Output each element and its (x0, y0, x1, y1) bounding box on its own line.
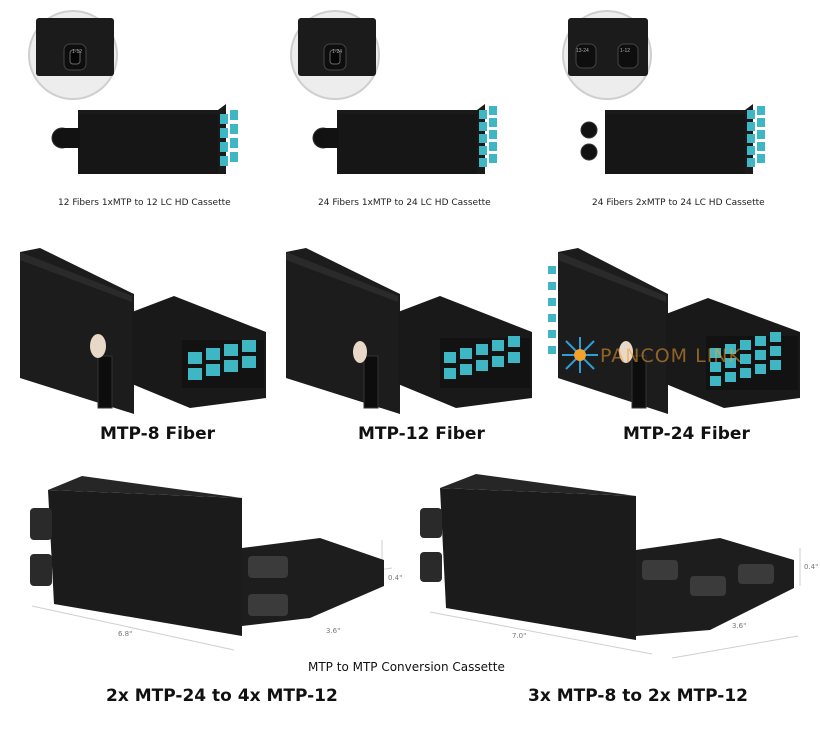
center-caption: MTP to MTP Conversion Cassette (308, 660, 505, 674)
dim-height: 0.4" (804, 563, 819, 571)
inset-magnifier (28, 10, 118, 100)
conversion-left-image (30, 476, 393, 651)
mtp24-image (548, 248, 800, 414)
dim-depth: 3.6" (732, 622, 747, 630)
inset-label: 1-24 (332, 49, 343, 55)
caption-24f: 24 Fibers 1xMTP to 24 LC HD Cassette (318, 198, 491, 208)
conversion-right-image (420, 474, 801, 659)
dim-length: 6.8" (118, 630, 133, 638)
cassette-body (312, 104, 497, 174)
watermark-logo: PANCOM LINK (600, 345, 742, 367)
caption-mtp12: MTP-12 Fiber (358, 424, 485, 444)
cassette-body (580, 104, 765, 174)
caption-24f-2x: 24 Fibers 2xMTP to 24 LC HD Cassette (592, 198, 765, 208)
cassette-body (51, 104, 238, 174)
dim-length: 7.0" (512, 632, 527, 640)
caption-right: 3x MTP-8 to 2x MTP-12 (528, 686, 749, 706)
mtp8-image (20, 248, 266, 414)
caption-12f: 12 Fibers 1xMTP to 12 LC HD Cassette (58, 198, 231, 208)
caption-mtp8: MTP-8 Fiber (100, 424, 215, 444)
inset-label: 1-12 (620, 48, 631, 54)
dim-depth: 3.6" (326, 627, 341, 635)
caption-mtp24: MTP-24 Fiber (623, 424, 750, 444)
inset-magnifier (290, 10, 380, 100)
caption-left: 2x MTP-24 to 4x MTP-12 (106, 686, 338, 706)
inset-label: 1-12 (72, 49, 83, 55)
logo-burst-icon (562, 337, 598, 373)
inset-magnifier (562, 10, 652, 100)
mtp12-image (286, 248, 532, 414)
dim-height: 0.4" (388, 574, 403, 582)
lc-ports (220, 110, 238, 166)
inset-label: 13-24 (576, 48, 589, 54)
